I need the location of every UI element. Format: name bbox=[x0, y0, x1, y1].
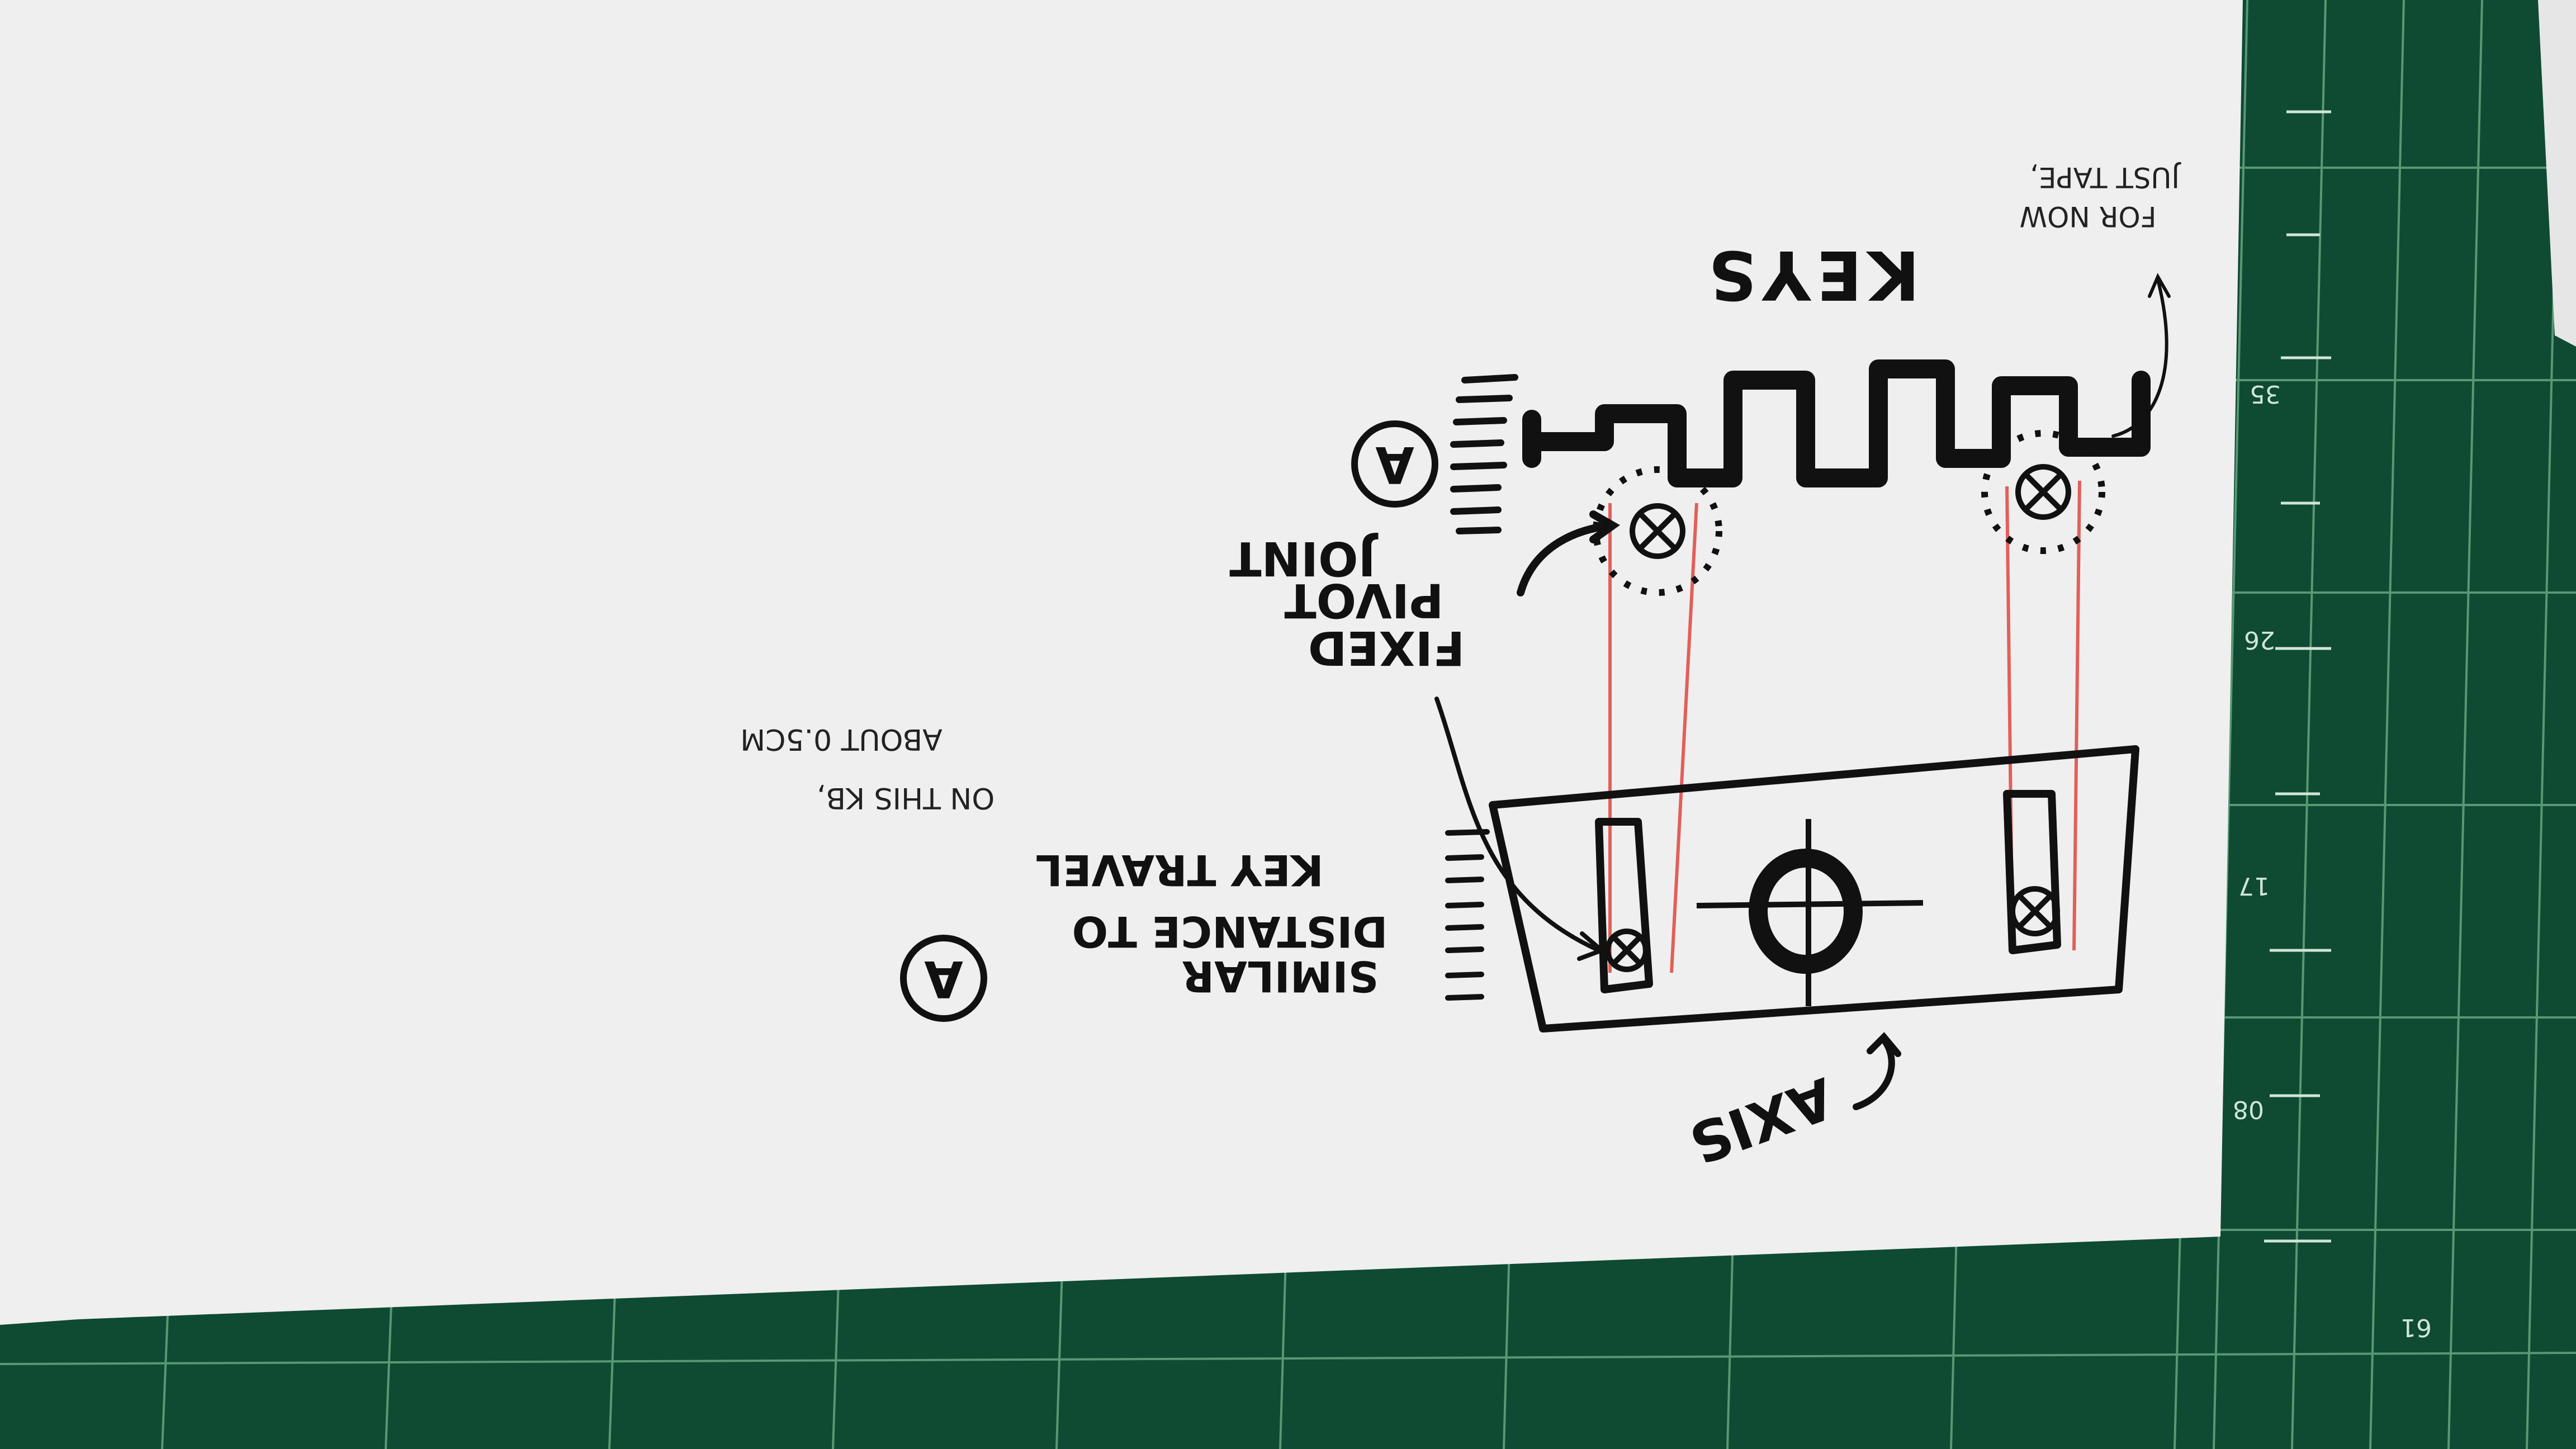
paper-sheet bbox=[0, 0, 2243, 1325]
travel-dashes-top bbox=[1450, 374, 1518, 534]
note-kb-line2: ABOUT 0.5CM bbox=[740, 722, 943, 756]
slot-cross-left bbox=[1605, 929, 1649, 972]
arrows bbox=[1434, 273, 2171, 1110]
marker-circle-top: A bbox=[1351, 420, 1438, 508]
mechanism-box bbox=[1489, 745, 2139, 1033]
marker-letter: A bbox=[1375, 435, 1414, 494]
ruler-ticks bbox=[2264, 110, 2331, 1243]
note-kb-line1: ON THIS KB, bbox=[817, 781, 995, 815]
ruler-number: 61 bbox=[2400, 1313, 2432, 1342]
red-pencil-guides bbox=[1608, 480, 2081, 973]
note-pivot-line1: FIXED bbox=[1308, 621, 1465, 675]
ruler-number: 08 bbox=[2233, 1095, 2264, 1124]
slot-cross-right bbox=[2010, 886, 2060, 936]
note-travel-line1: SIMILAR bbox=[1182, 951, 1379, 1001]
pivot-joint-right bbox=[1981, 430, 2105, 554]
note-pivot-line3: JOINT bbox=[1229, 531, 1379, 586]
ruler-number: 35 bbox=[2250, 380, 2281, 408]
note-keys: KEYS bbox=[1703, 235, 1920, 313]
central-axis-pivot bbox=[1696, 819, 1924, 1006]
marker-letter: A bbox=[924, 949, 963, 1008]
ruler-number-labels: 35 26 17 08 61 bbox=[2233, 380, 2432, 1342]
marker-circle-bottom: A bbox=[900, 935, 987, 1022]
note-travel-line2: DISTANCE TO bbox=[1072, 907, 1388, 956]
ruler-number: 26 bbox=[2244, 626, 2275, 654]
keys-bar-drawing bbox=[1522, 359, 2151, 487]
ruler-number: 17 bbox=[2238, 872, 2270, 900]
note-pivot-line2: PIVOT bbox=[1284, 573, 1443, 628]
note-travel-line3: KEY TRAVEL bbox=[1035, 845, 1324, 895]
pivot-joint-left bbox=[1593, 466, 1722, 596]
background-light-strip bbox=[2538, 0, 2576, 347]
travel-dashes-bottom bbox=[1445, 829, 1490, 1001]
note-tape-line1: JUST TAPE, bbox=[2030, 161, 2181, 193]
note-tape-line2: FOR NOW bbox=[2020, 200, 2157, 233]
